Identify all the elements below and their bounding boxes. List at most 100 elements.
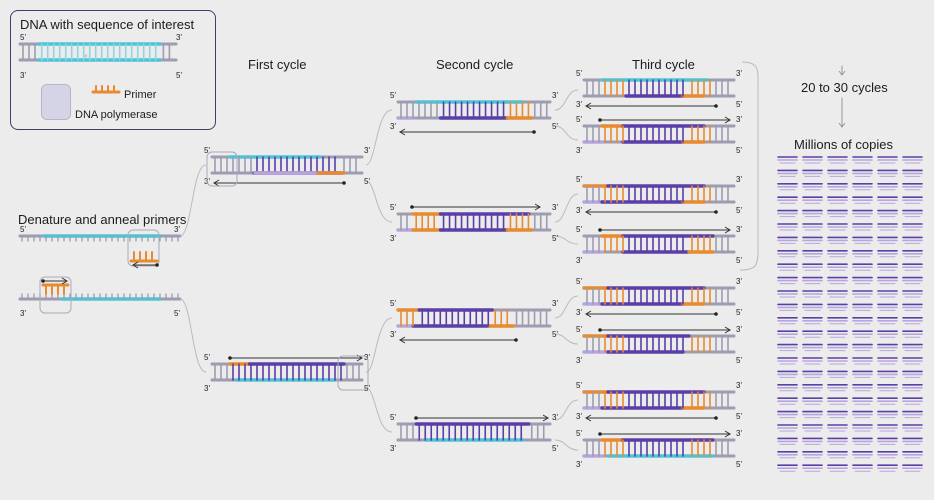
connector-second-third-0 <box>554 89 579 111</box>
third-cycle-dna-2-end-5: 5' <box>576 115 582 124</box>
cycles-arrow-head <box>838 70 846 76</box>
arrow-head <box>213 179 220 187</box>
third-cycle-dna-4-end-3: 3' <box>736 225 742 234</box>
second-cycle-dna-1-end-5: 5' <box>390 91 396 100</box>
arrow-head <box>724 326 731 334</box>
connector-second-third-6 <box>554 399 579 421</box>
arrow-head <box>132 261 139 269</box>
second-cycle-dna-3-end-3: 3' <box>552 299 558 308</box>
second-cycle-dna-3-end-3b: 3' <box>390 330 396 339</box>
third-cycle-bracket <box>739 61 759 271</box>
connector-first-second-2 <box>365 180 393 223</box>
denature-label: Denature and anneal primers <box>18 212 187 227</box>
connector-second-third-2 <box>554 193 579 223</box>
third-cycle-dna-8-end-3b: 3' <box>576 460 582 469</box>
polymerase-outline-2 <box>39 276 72 314</box>
polymerase-icon <box>41 84 71 120</box>
copies-label: Millions of copies <box>794 137 893 152</box>
legend-end-3: 3' <box>176 33 182 42</box>
connector-second-third-4 <box>554 295 579 319</box>
denatured-bottom-5: 5' <box>174 309 180 318</box>
third-cycle-dna-6-end-3: 3' <box>736 325 742 334</box>
legend-primer-label: Primer <box>124 89 157 101</box>
third-cycle-dna-1-end-5: 5' <box>576 69 582 78</box>
first-cycle-label: First cycle <box>248 57 307 72</box>
primer-start-dot <box>155 263 159 267</box>
primer-start-dot <box>598 432 602 436</box>
second-cycle-dna-4-end-3: 3' <box>552 413 558 422</box>
cycles-label: 20 to 30 cycles <box>801 80 888 95</box>
primer-start-dot <box>598 118 602 122</box>
third-cycle-dna-8-end-3: 3' <box>736 429 742 438</box>
polymerase-outline <box>127 229 160 267</box>
third-cycle-dna-2-end-5b: 5' <box>736 146 742 155</box>
connector-denature-first-top <box>179 164 207 237</box>
third-cycle-dna-3-end-5b: 5' <box>736 206 742 215</box>
primer-start-dot <box>410 205 414 209</box>
arrow-head <box>61 277 68 285</box>
connector-first-second-3 <box>365 317 393 373</box>
second-cycle-dna-4-end-3b: 3' <box>390 444 396 453</box>
first-cycle-dna-1-end-5: 5' <box>204 146 210 155</box>
third-cycle-dna-8-end-5: 5' <box>576 429 582 438</box>
arrow-head <box>585 414 592 422</box>
third-cycle-dna-5-end-3b: 3' <box>576 308 582 317</box>
second-cycle-dna-1-end-5b: 5' <box>552 122 558 131</box>
third-cycle-dna-5-end-3: 3' <box>736 277 742 286</box>
first-cycle-polymerase-2 <box>337 355 369 391</box>
primer-start-dot <box>41 279 45 283</box>
primer-start-dot <box>342 181 346 185</box>
connector-second-third-1 <box>554 125 579 141</box>
primer-start-dot <box>714 416 718 420</box>
legend-end-3b: 3' <box>20 71 26 80</box>
first-cycle-dna-2-end-5: 5' <box>204 353 210 362</box>
arrow-head <box>542 414 549 422</box>
third-cycle-dna-7-end-3: 3' <box>736 381 742 390</box>
third-cycle-dna-5-end-5b: 5' <box>736 308 742 317</box>
third-cycle-dna-7-end-5: 5' <box>576 381 582 390</box>
connector-first-second-1 <box>365 109 393 166</box>
third-cycle-dna-7-end-3b: 3' <box>576 412 582 421</box>
third-cycle-dna-3-end-3b: 3' <box>576 206 582 215</box>
second-cycle-dna-2-end-5b: 5' <box>552 234 558 243</box>
second-cycle-dna-2-end-3: 3' <box>552 203 558 212</box>
second-cycle-dna-2-end-5: 5' <box>390 203 396 212</box>
third-cycle-dna-1-end-3: 3' <box>736 69 742 78</box>
third-cycle-dna-6-end-5b: 5' <box>736 356 742 365</box>
third-cycle-dna-3-end-3: 3' <box>736 175 742 184</box>
arrow-head <box>534 203 541 211</box>
connector-second-third-5 <box>554 333 579 345</box>
second-cycle-dna-1-end-3: 3' <box>552 91 558 100</box>
third-cycle-dna-4-end-5: 5' <box>576 225 582 234</box>
third-cycle-dna-7-end-5b: 5' <box>736 412 742 421</box>
third-cycle-dna-2-end-3: 3' <box>736 115 742 124</box>
primer-start-dot <box>598 328 602 332</box>
third-cycle-dna-2-end-3b: 3' <box>576 146 582 155</box>
connector-denature-first-bottom <box>179 298 207 373</box>
arrow-head <box>724 226 731 234</box>
arrow-head <box>585 102 592 110</box>
denatured-top-3: 3' <box>174 225 180 234</box>
copies-arrow-head <box>838 122 846 128</box>
arrow-head <box>399 336 406 344</box>
second-cycle-dna-4-end-5b: 5' <box>552 444 558 453</box>
third-cycle-dna-1-end-3b: 3' <box>576 100 582 109</box>
legend-polymerase-label: DNA polymerase <box>75 109 158 121</box>
primer-start-dot <box>598 228 602 232</box>
second-cycle-label: Second cycle <box>436 57 514 72</box>
third-cycle-dna-4-end-5b: 5' <box>736 256 742 265</box>
second-cycle-dna-2-end-3b: 3' <box>390 234 396 243</box>
third-cycle-dna-4-end-3b: 3' <box>576 256 582 265</box>
third-cycle-dna-6-end-5: 5' <box>576 325 582 334</box>
arrow-head <box>585 208 592 216</box>
connector-first-second-4 <box>365 387 393 433</box>
third-cycle-dna-5-end-5: 5' <box>576 277 582 286</box>
primer-start-dot <box>714 312 718 316</box>
second-cycle-dna-3-end-5b: 5' <box>552 330 558 339</box>
third-cycle-dna-6-end-3b: 3' <box>576 356 582 365</box>
second-cycle-dna-3-end-5: 5' <box>390 299 396 308</box>
first-cycle-dna-1-end-3: 3' <box>364 146 370 155</box>
arrow-head <box>724 430 731 438</box>
denatured-bottom-3: 3' <box>20 309 26 318</box>
